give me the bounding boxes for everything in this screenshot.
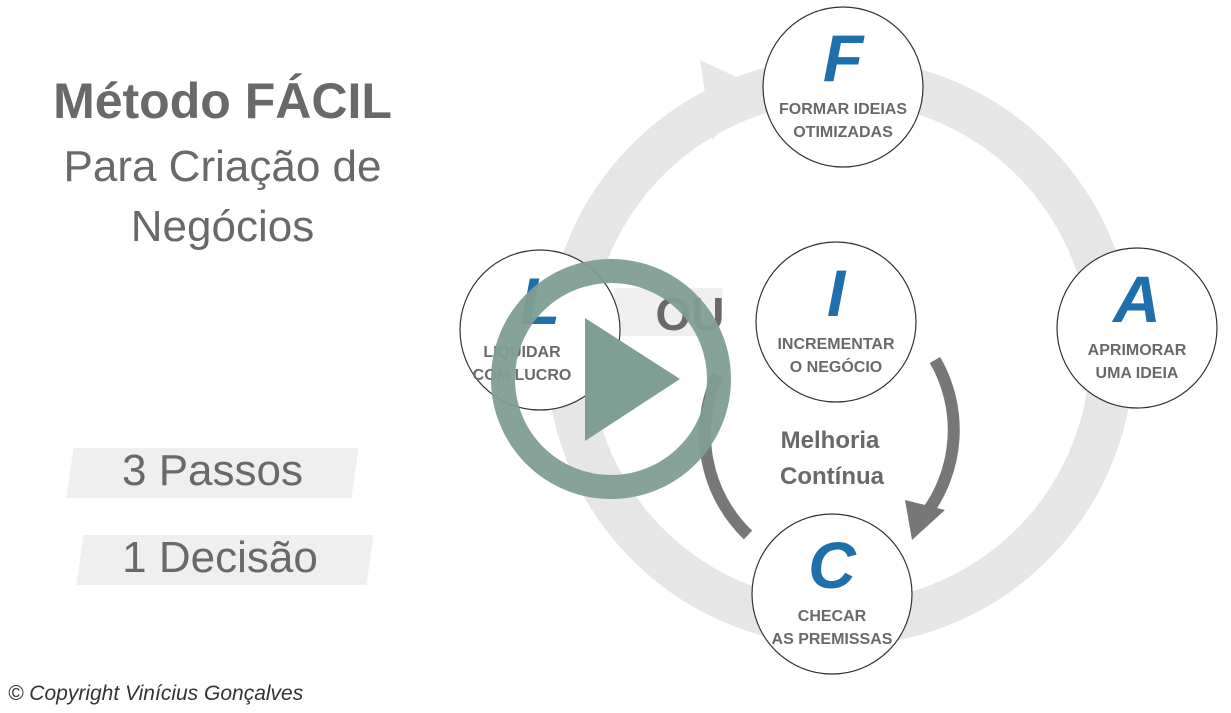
- node-label-2: COM LUCRO: [473, 367, 572, 384]
- tag-steps: 3 Passos: [122, 446, 303, 495]
- node-a: A APRIMORAR UMA IDEIA: [1056, 247, 1218, 409]
- ring-arrowhead: [700, 60, 760, 140]
- node-label-1: CHECAR: [798, 608, 867, 625]
- node-circle: [1056, 247, 1218, 409]
- title-main: Método FÁCIL: [53, 73, 392, 129]
- node-letter: F: [823, 21, 865, 95]
- inner-arrow-right: [920, 357, 960, 519]
- node-circle: [762, 6, 924, 168]
- node-letter: A: [1111, 262, 1161, 336]
- node-label-1: APRIMORAR: [1088, 342, 1187, 359]
- node-c: C CHECAR AS PREMISSAS: [751, 513, 913, 675]
- node-letter: C: [808, 528, 857, 602]
- node-i: I INCREMENTAR O NEGÓCIO: [755, 241, 917, 403]
- copyright: © Copyright Vinícius Gonçalves: [8, 682, 304, 705]
- node-circle: [751, 513, 913, 675]
- node-label-2: OTIMIZADAS: [793, 124, 893, 141]
- inner-arrowhead: [905, 500, 945, 540]
- node-circle: [755, 241, 917, 403]
- title-sub-2: Negócios: [130, 202, 315, 251]
- node-label-1: FORMAR IDEIAS: [779, 101, 907, 118]
- center-label-2: Contínua: [780, 463, 885, 490]
- center-label-1: Melhoria: [781, 427, 880, 454]
- node-label-1: INCREMENTAR: [777, 336, 894, 353]
- play-button[interactable]: [491, 259, 731, 499]
- node-label-2: AS PREMISSAS: [772, 631, 893, 648]
- node-f: F FORMAR IDEIAS OTIMIZADAS: [762, 6, 924, 168]
- node-label-2: O NEGÓCIO: [790, 357, 882, 376]
- node-letter: I: [827, 256, 847, 330]
- play-ring[interactable]: [491, 259, 731, 499]
- tag-decision: 1 Decisão: [122, 533, 318, 582]
- play-icon[interactable]: [585, 318, 680, 441]
- title-sub-1: Para Criação de: [63, 142, 382, 191]
- node-label-2: UMA IDEIA: [1096, 365, 1179, 382]
